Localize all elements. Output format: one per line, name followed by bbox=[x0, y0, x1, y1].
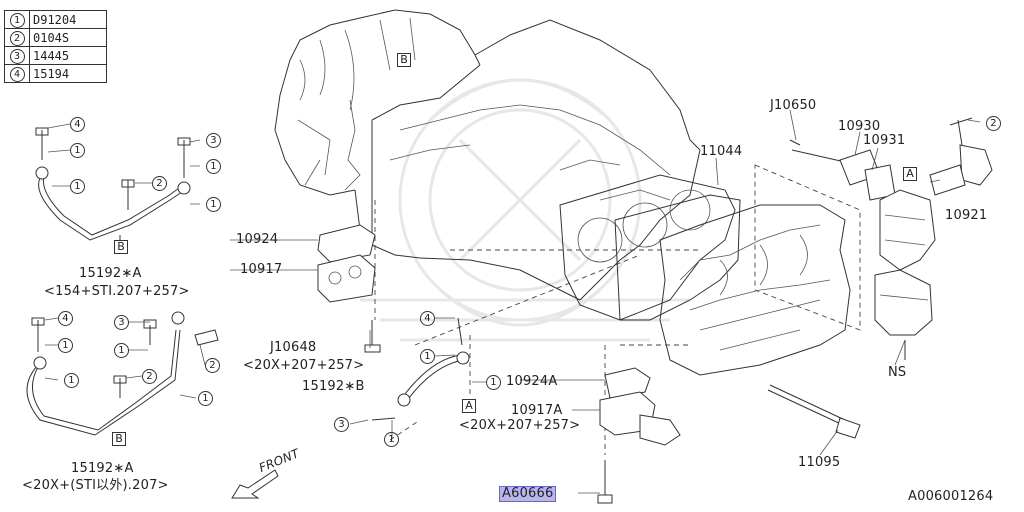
engine-block bbox=[274, 9, 701, 301]
legend-row: 4 15194 bbox=[4, 64, 107, 83]
callout-1: 1 bbox=[64, 373, 79, 388]
part-label-11095: 11095 bbox=[798, 455, 841, 470]
callout-1: 1 bbox=[70, 143, 85, 158]
parts-legend-table: 1 D91204 2 0104S 3 14445 4 15194 bbox=[4, 10, 107, 83]
legend-row: 3 14445 bbox=[4, 46, 107, 65]
callout-4: 4 bbox=[70, 117, 85, 132]
callout-1: 1 bbox=[384, 432, 399, 447]
oil-control-valve-group bbox=[789, 117, 993, 360]
ref-box-a: A bbox=[462, 399, 476, 413]
part-label-11044: 11044 bbox=[700, 144, 743, 159]
part-label-10931: 10931 bbox=[863, 133, 906, 148]
legend-code-4: 15194 bbox=[29, 64, 107, 83]
callout-1: 1 bbox=[206, 159, 221, 174]
legend-callout-2: 2 bbox=[9, 30, 25, 46]
ref-box-b: B bbox=[397, 53, 411, 67]
ref-box-a: A bbox=[903, 167, 917, 181]
ref-box-b: B bbox=[114, 240, 128, 254]
callout-1: 1 bbox=[420, 349, 435, 364]
part-label-15192b: 15192∗B bbox=[302, 379, 365, 394]
front-arrow bbox=[231, 469, 279, 499]
part-label-10924: 10924 bbox=[236, 232, 279, 247]
part-label-j10650: J10650 bbox=[770, 98, 817, 113]
callout-1: 1 bbox=[206, 197, 221, 212]
callout-2: 2 bbox=[142, 369, 157, 384]
part-label-10917a: 10917A bbox=[511, 403, 563, 418]
part-label-j10648-note: <20X+207+257> bbox=[243, 358, 365, 373]
cylinder-head bbox=[659, 164, 861, 376]
solenoid-bracket-group bbox=[317, 224, 381, 353]
part-label-15192a-bottom-note: <20X+(STI以外).207> bbox=[22, 478, 169, 493]
part-label-10924a: 10924A bbox=[506, 374, 558, 389]
callout-1: 1 bbox=[486, 375, 501, 390]
callout-4: 4 bbox=[58, 311, 73, 326]
callout-3: 3 bbox=[114, 315, 129, 330]
solenoid-bracket-a-group bbox=[597, 367, 681, 504]
callout-2: 2 bbox=[986, 116, 1001, 131]
long-bolt bbox=[767, 384, 861, 439]
callout-4: 4 bbox=[420, 311, 435, 326]
legend-callout-1: 1 bbox=[9, 12, 25, 28]
callout-3: 3 bbox=[206, 133, 221, 148]
callout-1: 1 bbox=[70, 179, 85, 194]
part-label-j10648: J10648 bbox=[270, 340, 317, 355]
callout-1: 1 bbox=[114, 343, 129, 358]
diagram-id: A006001264 bbox=[908, 489, 994, 504]
part-label-ns: NS bbox=[888, 365, 907, 380]
legend-row: 2 0104S bbox=[4, 28, 107, 47]
callout-3: 3 bbox=[334, 417, 349, 432]
legend-code-1: D91204 bbox=[29, 10, 107, 29]
callout-1: 1 bbox=[198, 391, 213, 406]
oil-pipe-a-bottom bbox=[26, 311, 219, 436]
legend-code-3: 14445 bbox=[29, 46, 107, 65]
callout-2: 2 bbox=[205, 358, 220, 373]
ref-box-b: B bbox=[112, 432, 126, 446]
legend-code-2: 0104S bbox=[29, 28, 107, 47]
part-label-10917a-note: <20X+207+257> bbox=[459, 418, 581, 433]
legend-callout-3: 3 bbox=[9, 48, 25, 64]
part-label-10917: 10917 bbox=[240, 262, 283, 277]
legend-row: 1 D91204 bbox=[4, 10, 107, 29]
part-label-a60666-highlighted[interactable]: A60666 bbox=[499, 486, 557, 502]
oil-pipe-b bbox=[371, 317, 470, 421]
legend-callout-4: 4 bbox=[9, 66, 25, 82]
part-label-15192a-bottom: 15192∗A bbox=[71, 461, 134, 476]
oil-pipe-a-top bbox=[35, 127, 191, 241]
part-label-15192a-top-note: <154+STI.207+257> bbox=[44, 284, 190, 299]
part-label-10930: 10930 bbox=[838, 119, 881, 134]
callout-1: 1 bbox=[58, 338, 73, 353]
part-label-10921: 10921 bbox=[945, 208, 988, 223]
callout-2: 2 bbox=[152, 176, 167, 191]
part-label-15192a-top: 15192∗A bbox=[79, 266, 142, 281]
